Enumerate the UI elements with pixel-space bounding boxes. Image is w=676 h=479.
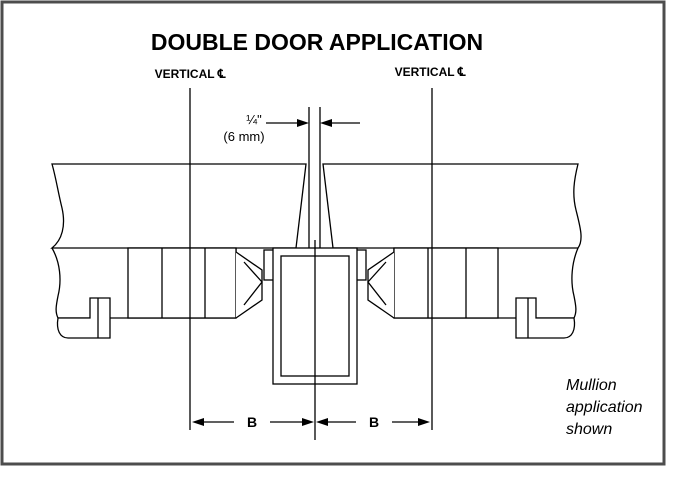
gap-dimension-arrows — [266, 107, 360, 250]
centerline-label-right: VERTICAL ℄ — [395, 65, 466, 79]
dimension-b-right: B — [369, 414, 379, 430]
frame-border — [0, 0, 666, 466]
left-pull-handle — [56, 297, 111, 339]
vertical-centerlines — [189, 88, 433, 440]
note-line-2: application — [566, 399, 643, 416]
diagram-title: DOUBLE DOOR APPLICATION — [151, 29, 483, 55]
gap-dimension-metric: (6 mm) — [223, 129, 264, 144]
left-hardware — [127, 247, 275, 319]
right-door-upper — [322, 163, 582, 249]
centerline-label-left: VERTICAL ℄ — [155, 67, 226, 81]
note-line-3: shown — [566, 421, 612, 438]
right-door-lower — [571, 247, 579, 319]
left-door-upper — [50, 163, 307, 249]
b-dimension-arrows — [192, 418, 430, 426]
right-hardware — [355, 247, 499, 319]
note-line-1: Mullion — [566, 377, 617, 394]
left-door-lower — [51, 247, 61, 319]
dimension-b-left: B — [247, 414, 257, 430]
gap-dimension-fraction: ¼" — [246, 112, 262, 127]
right-pull-handle — [515, 297, 576, 339]
